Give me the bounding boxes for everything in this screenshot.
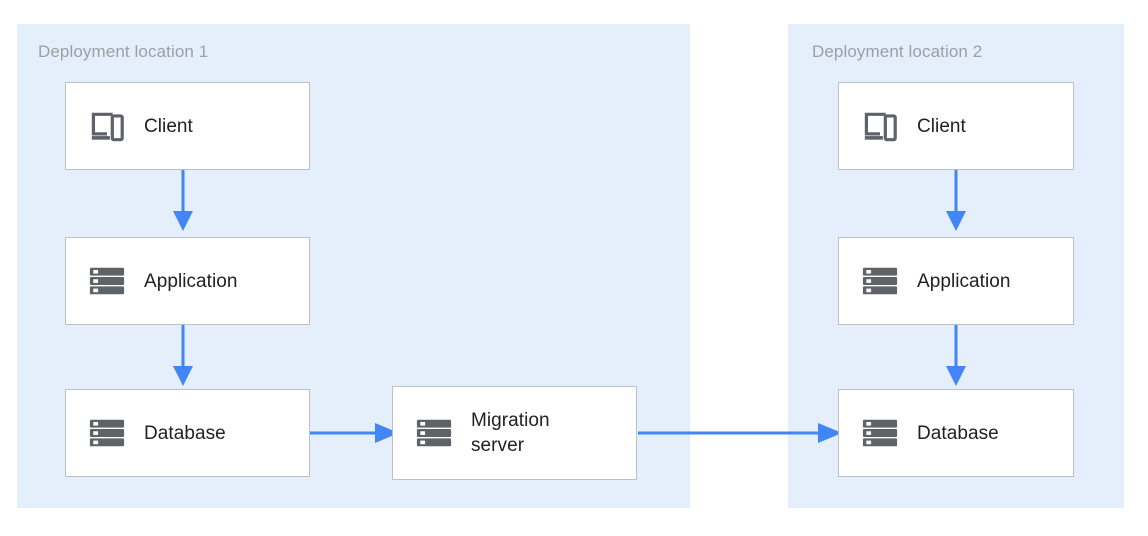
node-application-1-label: Application [144,270,238,292]
node-client-1-label: Client [144,115,193,137]
node-client-1[interactable]: Client [65,82,310,170]
server-icon [862,267,898,295]
node-database-1-label: Database [144,422,226,444]
edge-migration-server-to-database2 [638,418,843,448]
node-migration-server[interactable]: Migration server [392,386,637,480]
client-devices-icon [91,112,124,142]
node-database-2-label: Database [917,422,999,444]
client-devices-icon [864,112,897,142]
deployment-zone-2-label: Deployment location 2 [812,42,983,61]
node-database-2[interactable]: Database [838,389,1074,477]
node-client-2-label: Client [917,115,966,137]
edge-application1-to-database1 [168,325,198,387]
node-migration-server-label: Migration server [471,410,550,456]
edge-application2-to-database2 [941,325,971,387]
node-application-2-label: Application [917,270,1011,292]
edge-client1-to-application1 [168,170,198,232]
server-icon [89,267,125,295]
node-application-2[interactable]: Application [838,237,1074,325]
server-icon [416,419,452,447]
node-client-2[interactable]: Client [838,82,1074,170]
node-database-1[interactable]: Database [65,389,310,477]
edge-database1-to-migration-server [308,418,400,448]
node-application-1[interactable]: Application [65,237,310,325]
edge-client2-to-application2 [941,170,971,232]
server-icon [89,419,125,447]
server-icon [862,419,898,447]
deployment-zone-1-label: Deployment location 1 [38,42,209,61]
